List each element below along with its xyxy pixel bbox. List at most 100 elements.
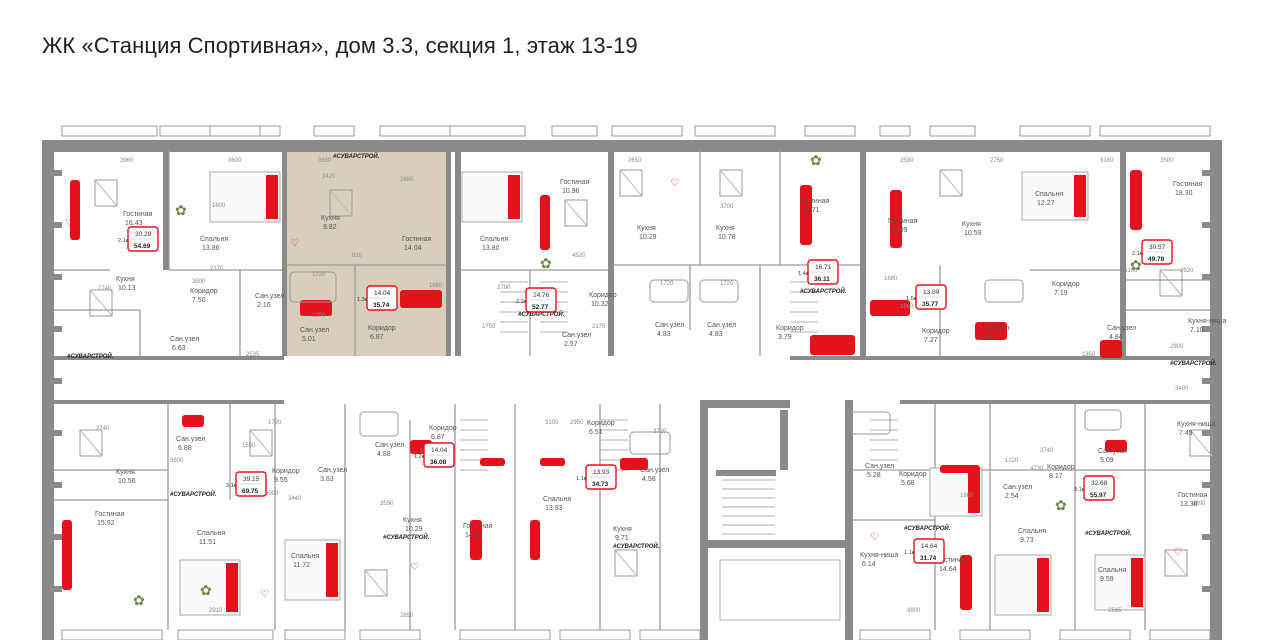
room-name: Гостиная bbox=[123, 211, 153, 218]
wall-pier bbox=[1202, 326, 1210, 332]
sofa-icon bbox=[540, 458, 565, 466]
sofa-icon bbox=[540, 195, 550, 250]
dimension-label: 3590 bbox=[380, 501, 394, 507]
room-name: Сан.узел bbox=[640, 467, 669, 474]
wall-pier bbox=[54, 482, 62, 488]
window bbox=[359, 629, 421, 640]
room-area: 2.54 bbox=[1005, 493, 1019, 500]
dimension-label: 1660 bbox=[429, 283, 443, 289]
room-name: Кухня bbox=[403, 517, 422, 524]
window bbox=[694, 125, 776, 137]
room-name: Коридор bbox=[368, 325, 396, 332]
apartment-total-area: 36.08 bbox=[430, 459, 447, 466]
room-area: 5.01 bbox=[302, 336, 316, 343]
sofa-icon bbox=[940, 465, 980, 473]
window bbox=[284, 629, 346, 640]
window bbox=[1059, 629, 1131, 640]
plant-icon: ✿ bbox=[175, 203, 187, 219]
sofa-icon bbox=[870, 300, 910, 316]
dimension-label: 2890 bbox=[1192, 501, 1206, 507]
room-area: 11.51 bbox=[199, 539, 216, 546]
room-name: Гостиная bbox=[463, 523, 493, 530]
dimension-label: 4520 bbox=[572, 253, 586, 259]
dimension-label: 810 bbox=[352, 253, 363, 259]
dimension-label: 1550 bbox=[242, 443, 256, 449]
brand-label: #СУВАРСТРОЙ. bbox=[518, 310, 565, 318]
dimension-label: 4800 bbox=[907, 608, 921, 614]
brand-label: #СУВАРСТРОЙ. bbox=[1170, 359, 1217, 367]
room-name: Кухня bbox=[321, 215, 340, 222]
sofa-icon bbox=[480, 458, 505, 466]
room-name: Коридор bbox=[922, 328, 950, 335]
brand-labels: #СУВАРСТРОЙ.#СУВАРСТРОЙ.#СУВАРСТРОЙ.#СУВ… bbox=[67, 152, 1217, 550]
plant-icon: ✿ bbox=[133, 593, 145, 609]
dimension-label: 3400 bbox=[1175, 386, 1189, 392]
table-icon bbox=[564, 199, 588, 227]
apartment-type: 1.1к bbox=[576, 476, 587, 482]
apartment-living-area: 39.15 bbox=[243, 476, 260, 483]
wall bbox=[446, 150, 451, 356]
bathtub-icon bbox=[359, 411, 399, 437]
wall-pier bbox=[1202, 482, 1210, 488]
dimension-label: 3720 bbox=[653, 429, 667, 435]
room-area: 15.92 bbox=[97, 520, 115, 527]
room-area: 9.73 bbox=[1020, 537, 1034, 544]
bathtub-icon bbox=[649, 279, 689, 303]
dimension-label: 2590 bbox=[900, 158, 914, 164]
room-name: Сан.узел bbox=[707, 322, 736, 329]
windows bbox=[61, 125, 1211, 640]
bathtub-icon bbox=[699, 279, 739, 303]
room-name: Коридор bbox=[429, 425, 457, 432]
elevator-shaft bbox=[719, 559, 841, 621]
wall bbox=[54, 356, 284, 360]
sofa-icon bbox=[1105, 440, 1127, 452]
heart-icon: ♡ bbox=[1173, 547, 1182, 558]
apartment-total-area: 54.69 bbox=[134, 243, 151, 250]
window bbox=[879, 125, 911, 137]
sofa-icon bbox=[530, 520, 540, 560]
room-area: 13.80 bbox=[482, 245, 500, 252]
room-name: Спальня bbox=[1035, 191, 1063, 198]
walls bbox=[42, 140, 1222, 640]
room-area: 4.84 bbox=[1109, 334, 1123, 341]
window bbox=[449, 125, 526, 137]
dimension-label: 4730 bbox=[1030, 466, 1044, 472]
heart-icon: ♡ bbox=[410, 562, 419, 573]
wall bbox=[455, 150, 461, 356]
table-icon bbox=[939, 169, 963, 197]
table-icon bbox=[79, 429, 103, 457]
bathtub-icon bbox=[849, 411, 891, 435]
table-icon bbox=[79, 429, 103, 457]
table-icon bbox=[1159, 269, 1183, 297]
room-name: Спальня bbox=[200, 236, 228, 243]
brand-label: #СУВАРСТРОЙ. bbox=[800, 287, 847, 295]
room-area: 10.29 bbox=[405, 526, 423, 533]
apartment-type: 1.3к bbox=[357, 297, 368, 303]
room-name: Кухня-ниша bbox=[860, 552, 898, 559]
room-area: 10.29 bbox=[639, 234, 657, 241]
wall bbox=[700, 540, 850, 548]
wall-pier bbox=[54, 378, 62, 384]
room-area: 10.78 bbox=[718, 234, 736, 241]
plant-icon: ✿ bbox=[1055, 498, 1067, 514]
wall-pier bbox=[1202, 170, 1210, 176]
wall bbox=[282, 150, 287, 356]
room-name: Сан.узел bbox=[980, 325, 1009, 332]
table-icon bbox=[94, 179, 118, 207]
window bbox=[1099, 125, 1211, 137]
room-name: Гостиная bbox=[95, 511, 125, 518]
apartment-type: 2.2к bbox=[516, 299, 527, 305]
dimension-label: 2565 bbox=[1108, 608, 1122, 614]
room-area: 16.43 bbox=[125, 220, 143, 227]
room-name: Сан.узел bbox=[562, 332, 591, 339]
bathtub-icon bbox=[1084, 409, 1122, 431]
window bbox=[859, 629, 931, 640]
room-area: 5.28 bbox=[867, 472, 881, 479]
dimension-label: 3180 bbox=[1100, 158, 1114, 164]
room-name: Коридор bbox=[776, 325, 804, 332]
window bbox=[559, 629, 631, 640]
sofa-icon bbox=[70, 180, 80, 240]
room-area: 13.09 bbox=[890, 227, 908, 234]
room-name: Сан.узел bbox=[1098, 448, 1127, 455]
